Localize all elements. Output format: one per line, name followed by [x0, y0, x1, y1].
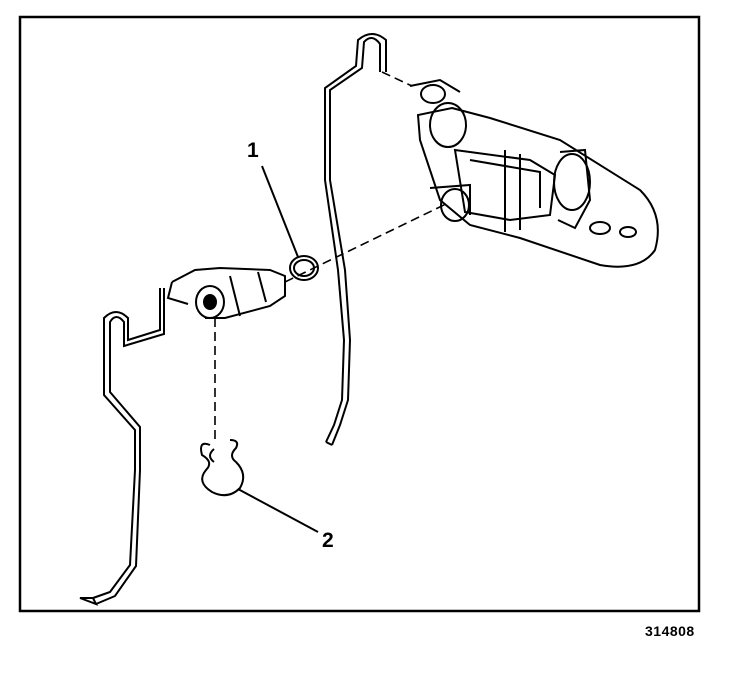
leader-lines	[237, 165, 319, 533]
leader-line-2	[237, 488, 319, 533]
retaining-clip	[200, 439, 245, 497]
outside-handle	[409, 78, 659, 268]
lock-rod	[79, 288, 165, 606]
leader-line-1	[261, 165, 299, 258]
callout-2: 2	[322, 529, 334, 552]
lock-cylinder	[166, 266, 286, 319]
diagram-frame	[18, 15, 701, 613]
callout-1: 1	[247, 139, 259, 162]
figure-number: 314808	[645, 623, 695, 639]
handle-rod	[324, 33, 387, 446]
alignment-lines	[214, 71, 449, 440]
